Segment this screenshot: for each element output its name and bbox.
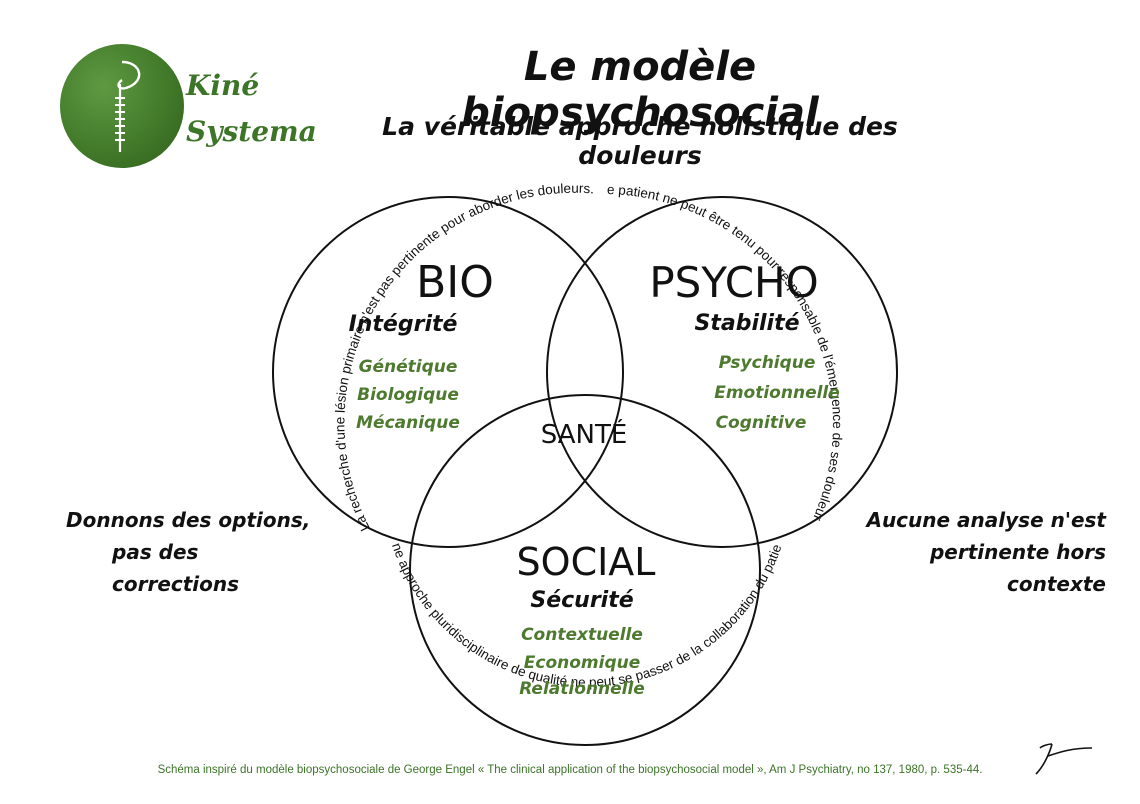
- kine-systema-logo: [60, 44, 184, 168]
- social-item: Contextuelle: [521, 625, 643, 645]
- right-quote-line: pertinente hors contexte: [929, 540, 1106, 596]
- bio-item: Génétique: [359, 357, 458, 377]
- logo-text-line1: Kiné: [186, 69, 260, 102]
- left-quote-line: Donnons des options,: [66, 508, 311, 532]
- page-title: Le modèle biopsychosocial: [461, 44, 819, 136]
- spine-icon: [115, 60, 141, 152]
- psycho-item: Cognitive: [716, 413, 807, 433]
- social-circle: [409, 394, 761, 746]
- logo-text-line2: Systema: [186, 115, 317, 148]
- psycho-key-label: Stabilité: [694, 311, 799, 336]
- bio-title: BIO: [416, 257, 494, 308]
- center-label: SANTÉ: [541, 418, 628, 450]
- psycho-item: Psychique: [719, 353, 816, 373]
- left-quote-line: pas des corrections: [112, 540, 240, 596]
- right-quote-line: Aucune analyse n'est: [866, 508, 1106, 532]
- bio-key-label: Intégrité: [349, 312, 458, 337]
- page-subtitle: La véritable approche holistique des dou…: [382, 112, 898, 170]
- bio-item: Biologique: [357, 385, 459, 405]
- social-key-label: Sécurité: [530, 588, 633, 613]
- social-item: Relationnelle: [519, 679, 645, 699]
- right-quote: Aucune analyse n'est pertinente hors con…: [836, 504, 1106, 600]
- social-item: Economique: [524, 653, 641, 673]
- signature: [1035, 743, 1093, 775]
- bio-item: Mécanique: [356, 413, 460, 433]
- footer-citation: Schéma inspiré du modèle biopsychosocial…: [157, 764, 983, 776]
- left-quote: Donnons des options, pas des corrections: [66, 504, 326, 600]
- psycho-title: PSYCHO: [649, 258, 818, 307]
- psycho-circle: [546, 196, 898, 548]
- bio-circle: [272, 196, 624, 548]
- psycho-item: Emotionnelle: [714, 383, 840, 403]
- social-title: SOCIAL: [517, 540, 656, 584]
